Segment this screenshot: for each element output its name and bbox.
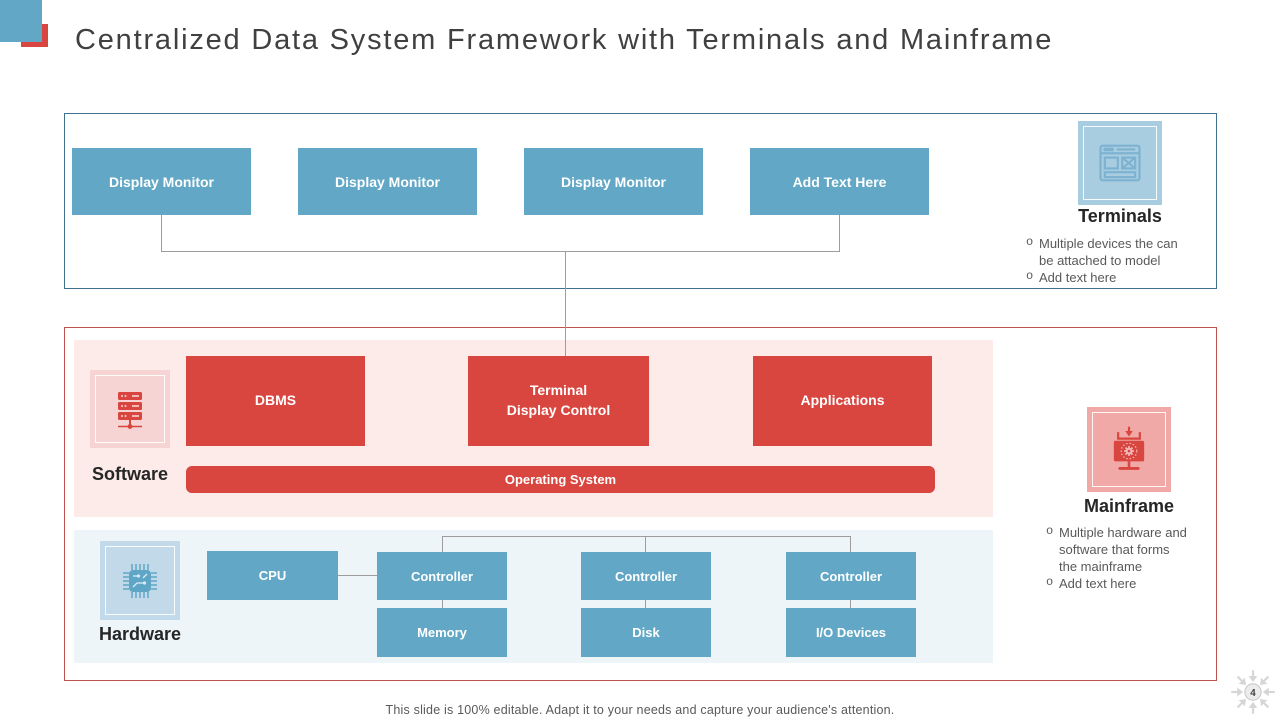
dbms-box[interactable]: DBMS xyxy=(186,356,365,446)
browser-window-icon xyxy=(1083,126,1157,200)
bullet-icon: o xyxy=(1046,575,1054,590)
terminals-label: Terminals xyxy=(1078,206,1162,226)
io-devices-box[interactable]: I/O Devices xyxy=(786,608,916,657)
logo-blue-square xyxy=(0,0,42,42)
connector-line xyxy=(161,215,162,251)
connector-line xyxy=(565,251,566,357)
monitor-gear-icon xyxy=(1092,412,1166,487)
mainframe-bullet-list: o Multiple hardware and software that fo… xyxy=(1041,524,1221,593)
connector-line xyxy=(442,600,443,608)
memory-box[interactable]: Memory xyxy=(377,608,507,657)
connector-line xyxy=(161,251,840,252)
controller-box-1[interactable]: Controller xyxy=(377,552,507,600)
software-label: Software xyxy=(91,464,169,484)
footer-note: This slide is 100% editable. Adapt it to… xyxy=(385,703,895,717)
bullet-icon: o xyxy=(1026,235,1034,249)
converging-arrows-icon xyxy=(1231,670,1275,714)
cpu-box[interactable]: CPU xyxy=(207,551,338,600)
display-monitor-box-1[interactable]: Display Monitor xyxy=(72,148,251,215)
page-number: 4 xyxy=(1250,688,1256,699)
list-item: o Multiple devices the can be attached t… xyxy=(1021,235,1219,269)
hardware-icon-tile[interactable] xyxy=(100,541,180,620)
applications-box[interactable]: Applications xyxy=(753,356,932,446)
hardware-label: Hardware xyxy=(98,624,182,644)
add-text-here-box[interactable]: Add Text Here xyxy=(750,148,929,215)
controller-box-2[interactable]: Controller xyxy=(581,552,711,600)
chip-icon xyxy=(105,546,175,615)
page-number-badge: 4 xyxy=(1229,668,1277,716)
display-monitor-box-3[interactable]: Display Monitor xyxy=(524,148,703,215)
connector-line xyxy=(850,536,851,553)
software-icon-tile[interactable] xyxy=(90,370,170,448)
bullet-icon: o xyxy=(1026,269,1034,284)
connector-line xyxy=(645,536,646,553)
list-item: o Add text here xyxy=(1041,575,1221,592)
operating-system-bar[interactable]: Operating System xyxy=(186,466,935,493)
server-icon xyxy=(95,375,165,443)
connector-line xyxy=(442,536,443,552)
mainframe-icon-tile[interactable] xyxy=(1087,407,1171,492)
connector-line xyxy=(338,575,377,576)
connector-line xyxy=(442,536,851,537)
terminals-bullet-list: o Multiple devices the can be attached t… xyxy=(1021,235,1219,286)
list-item: o Multiple hardware and software that fo… xyxy=(1041,524,1221,575)
bullet-icon: o xyxy=(1046,524,1054,538)
mainframe-label: Mainframe xyxy=(1083,496,1175,516)
list-item: o Add text here xyxy=(1021,269,1219,286)
terminal-display-control-box[interactable]: Terminal Display Control xyxy=(468,356,649,446)
disk-box[interactable]: Disk xyxy=(581,608,711,657)
connector-line xyxy=(850,600,851,608)
connector-line xyxy=(645,600,646,608)
connector-line xyxy=(839,215,840,251)
controller-box-3[interactable]: Controller xyxy=(786,552,916,600)
page-title: Centralized Data System Framework with T… xyxy=(75,24,1054,56)
terminals-icon-tile[interactable] xyxy=(1078,121,1162,205)
display-monitor-box-2[interactable]: Display Monitor xyxy=(298,148,477,215)
